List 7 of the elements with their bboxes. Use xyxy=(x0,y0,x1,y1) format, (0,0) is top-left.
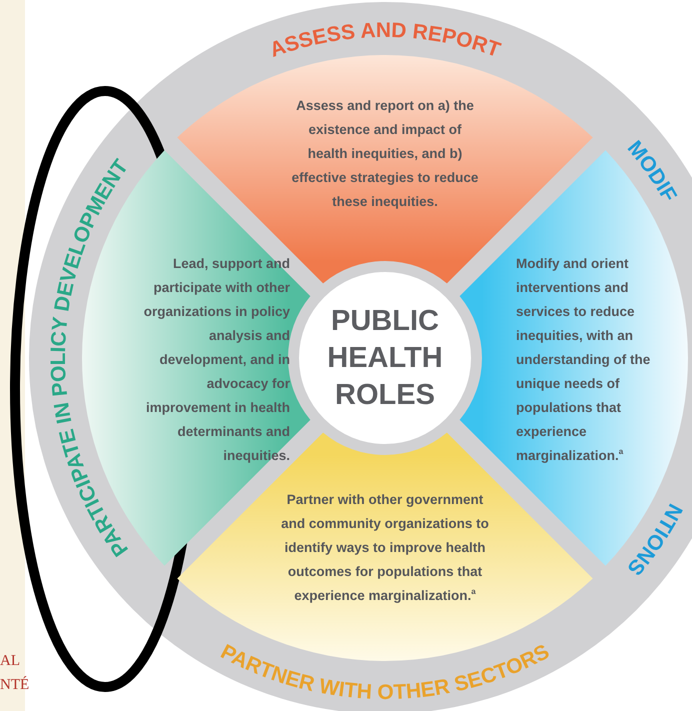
role-description: Assess and report on a) the existence and impact of health inequities, and b) effective strategies to reduce these inequities. xyxy=(290,97,480,211)
role-description: Modify and orient interventions and services to reduce inequities, with an understanding of the unique needs of populations that experience marginalization.$^{a}$ xyxy=(516,255,652,465)
role-description: Partner with other government and community organizations to identify ways to improve health outcomes for populations that experience marginalization.$^{a}$ xyxy=(280,491,490,605)
ring-label: ASSESS AND REPORT xyxy=(266,18,504,62)
text-fragment: AL xyxy=(0,652,20,670)
center-title: PUBLIC HEALTH ROLES xyxy=(326,304,444,412)
text-fragment: NTÉ xyxy=(0,676,30,694)
